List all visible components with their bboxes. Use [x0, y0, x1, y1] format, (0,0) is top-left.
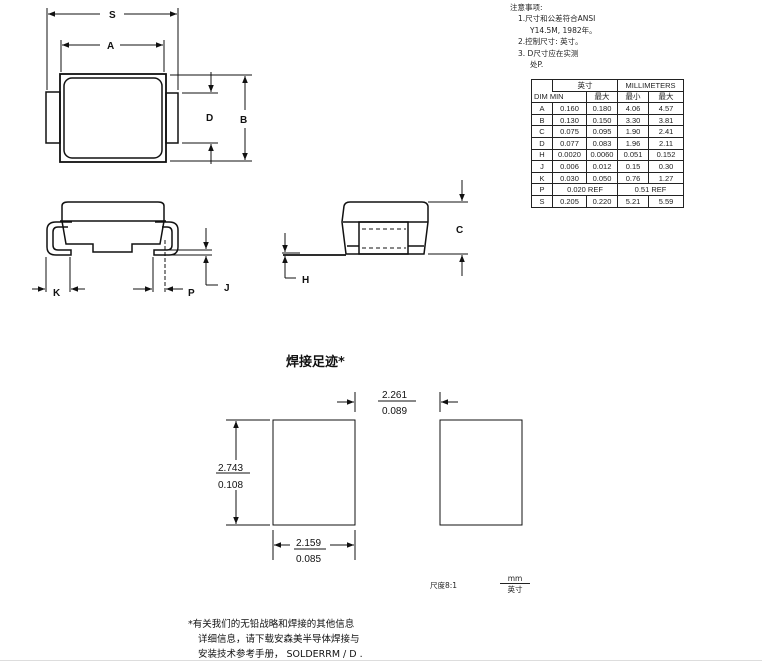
dim-label-c: C — [456, 225, 463, 236]
dim-label-h: H — [302, 275, 309, 286]
table-cell: 5.21 — [617, 194, 649, 208]
dim-min-header: DIM MIN — [531, 91, 587, 104]
footprint-pad-right — [439, 419, 523, 526]
width-in: 0.085 — [296, 554, 321, 565]
height-in: 0.108 — [218, 480, 243, 491]
table-cell: 0.0020 — [552, 148, 587, 162]
note-line: Y14.5M, 1982年。 — [530, 25, 597, 35]
table-cell: 0.76 — [617, 171, 649, 185]
gap-in: 0.089 — [382, 406, 407, 417]
table-cell: 1.27 — [648, 171, 684, 185]
scale-label: 尺度8:1 — [430, 581, 458, 590]
table-cell: 0.51 REF — [617, 183, 684, 196]
solder-footprint — [216, 392, 523, 560]
width-mm: 2.159 — [296, 538, 321, 549]
note-line: 2.控制尺寸: 英寸。 — [518, 37, 583, 47]
max-header: 最大 — [586, 90, 618, 104]
table-cell: 0.051 — [617, 148, 649, 162]
table-cell: 0.152 — [648, 148, 684, 162]
note-line: 1.尺寸和公差符合ANSI — [518, 14, 596, 24]
side-view — [32, 201, 218, 292]
table-cell: 0.0060 — [586, 148, 618, 162]
max-header: 最大 — [648, 90, 684, 104]
table-cell: 0.220 — [586, 194, 618, 208]
table-cell: 2.11 — [648, 136, 684, 150]
table-cell: 0.150 — [586, 113, 618, 127]
table-cell: 0.30 — [648, 160, 684, 173]
table-cell: 3.30 — [617, 113, 649, 127]
dim-label-d: D — [206, 113, 213, 124]
divider — [0, 660, 762, 661]
table-cell: 0.205 — [552, 194, 587, 208]
notes-heading: 注意事项: — [510, 3, 543, 12]
top-view — [45, 8, 252, 164]
dim-label-j: J — [224, 283, 230, 294]
table-cell: H — [531, 148, 553, 162]
table-cell: A — [531, 102, 553, 115]
table-cell: 0.075 — [552, 125, 587, 138]
table-cell: 4.06 — [617, 102, 649, 115]
dim-label-k: K — [53, 288, 61, 299]
min-header: 最小 — [617, 90, 649, 104]
table-cell: 2.41 — [648, 125, 684, 138]
unit-mm: mm — [500, 574, 530, 584]
footprint-title: 焊接足迹* — [286, 355, 345, 370]
footnote-line: 详细信息，请下载安森美半导体焊接与 — [198, 634, 360, 645]
table-cell: D — [531, 136, 553, 150]
footnote-line: *有关我们的无铅战略和焊接的其他信息 — [188, 619, 355, 630]
table-cell: 0.15 — [617, 160, 649, 173]
inch-header: 英寸 — [552, 79, 618, 92]
table-cell: K — [531, 171, 553, 185]
table-cell: 0.077 — [552, 136, 587, 150]
table-cell: 3.81 — [648, 113, 684, 127]
table-cell: B — [531, 113, 553, 127]
table-cell: 0.012 — [586, 160, 618, 173]
table-cell: 0.160 — [552, 102, 587, 115]
table-cell: 0.020 REF — [552, 183, 618, 196]
dim-label-a: A — [107, 41, 114, 52]
table-cell: P — [531, 183, 553, 196]
table-cell: J — [531, 160, 553, 173]
table-cell: 0.095 — [586, 125, 618, 138]
dim-label-p: P — [188, 288, 195, 299]
table-cell: S — [531, 194, 553, 208]
dim-label-s: S — [109, 10, 116, 21]
footnote: *有关我们的无铅战略和焊接的其他信息 详细信息，请下载安森美半导体焊接与 安装技… — [188, 617, 363, 662]
dim-label-b: B — [240, 115, 247, 126]
footnote-line: 安装技术参考手册， SOLDERRM / D . — [198, 649, 363, 660]
gap-mm: 2.261 — [382, 390, 407, 401]
table-cell: 4.57 — [648, 102, 684, 115]
unit-inch: 英寸 — [507, 585, 523, 594]
table-cell: 0.050 — [586, 171, 618, 185]
mm-header: MILLIMETERS — [617, 79, 684, 92]
footprint-pad-left — [272, 419, 356, 526]
table-cell: 5.59 — [648, 194, 684, 208]
table-cell: 0.083 — [586, 136, 618, 150]
table-cell: 0.030 — [552, 171, 587, 185]
table-cell: 1.96 — [617, 136, 649, 150]
note-line: 3. D尺寸应在实测 — [518, 48, 579, 58]
table-cell: 0.006 — [552, 160, 587, 173]
table-cell: 0.130 — [552, 113, 587, 127]
table-cell: 0.180 — [586, 102, 618, 115]
table-cell: C — [531, 125, 553, 138]
end-view — [282, 180, 468, 279]
note-line: 处P. — [530, 60, 544, 70]
height-mm: 2.743 — [218, 463, 243, 474]
notes: 注意事项: 1.尺寸和公差符合ANSI Y14.5M, 1982年。 2.控制尺… — [510, 2, 597, 70]
table-cell: 1.90 — [617, 125, 649, 138]
